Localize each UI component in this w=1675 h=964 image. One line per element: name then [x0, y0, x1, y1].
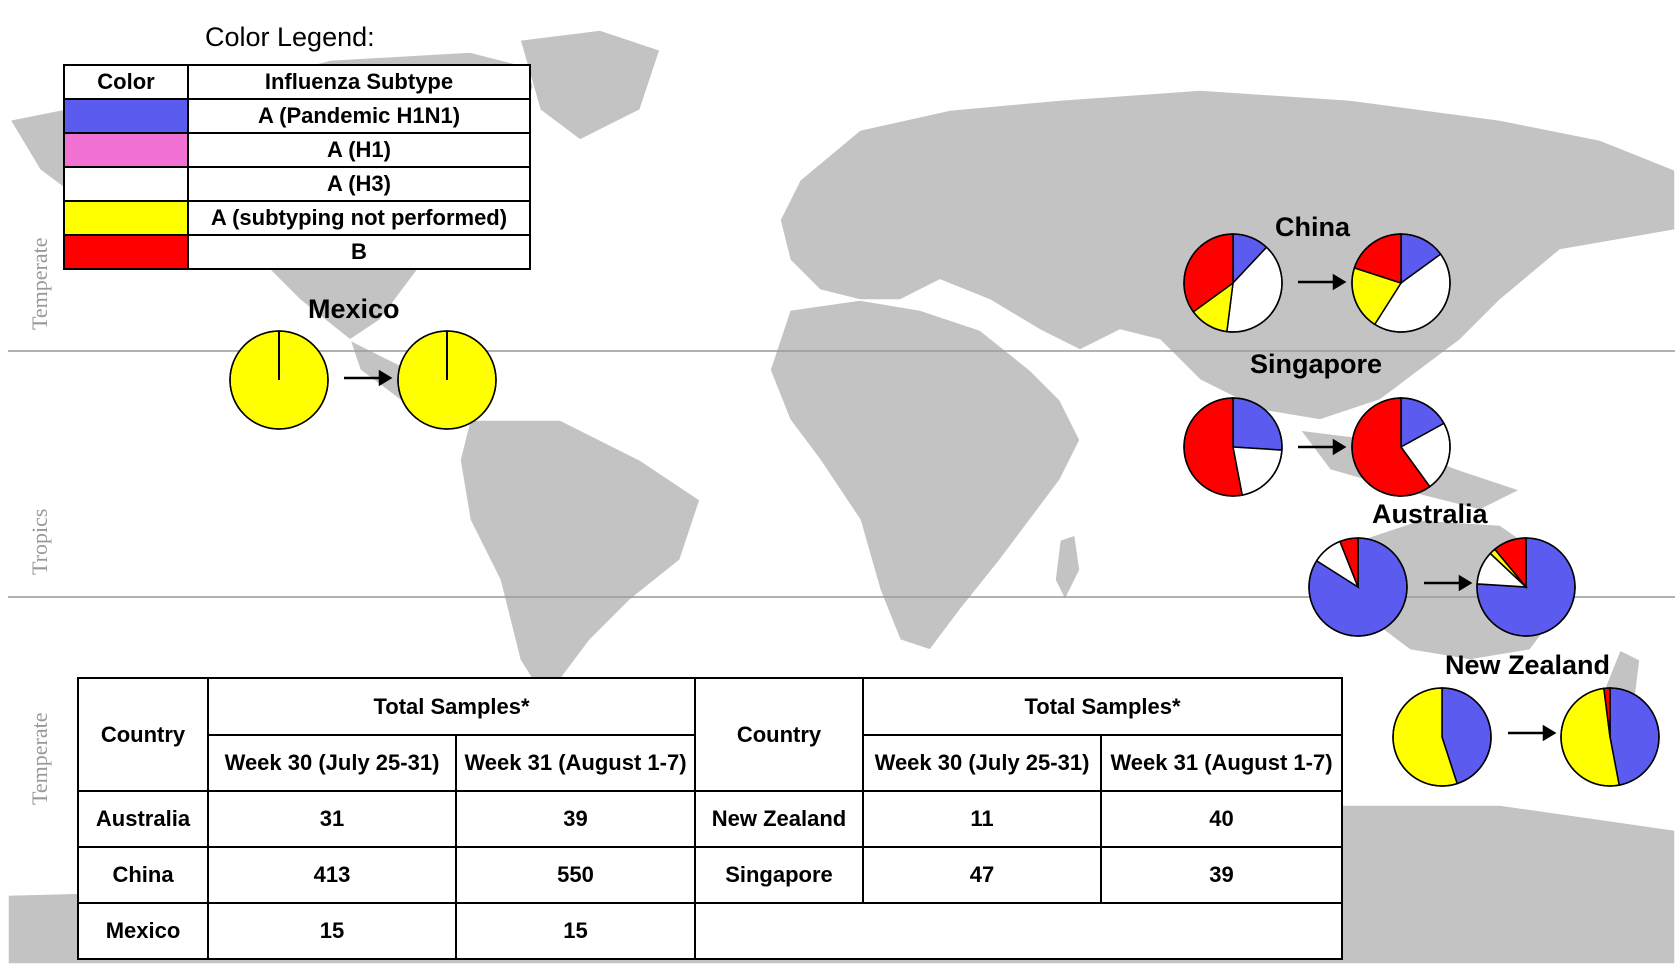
samples-header-total-left: Total Samples* — [207, 677, 696, 736]
legend-label: A (H3) — [187, 166, 531, 202]
cell-country: New Zealand — [694, 790, 864, 848]
legend-table: Color Influenza Subtype A (Pandemic H1N1… — [63, 64, 531, 270]
samples-header-row: Country Total Samples* Country Total Sam… — [77, 677, 1343, 792]
cell-week31: 15 — [455, 902, 696, 960]
pie-outline — [1392, 687, 1492, 787]
country-label-china: China — [1275, 212, 1351, 242]
samples-header-week30-left: Week 30 (July 25-31) — [207, 734, 457, 792]
pie-china-week30 — [1183, 233, 1283, 333]
pie-mexico-week30 — [229, 330, 329, 430]
legend-header-subtype: Influenza Subtype — [187, 64, 531, 100]
pie-outline — [1560, 687, 1660, 787]
south-america — [459, 419, 701, 702]
pie-outline — [229, 330, 329, 430]
pie-outline — [1351, 233, 1451, 333]
legend-label: A (subtyping not performed) — [187, 200, 531, 236]
cell-week30: 31 — [207, 790, 457, 848]
cell-week31: 550 — [455, 846, 696, 904]
cell-week31: 39 — [1100, 846, 1343, 904]
arrow-china — [1298, 273, 1347, 291]
pie-outline — [1351, 397, 1451, 497]
legend-title: Color Legend: — [205, 22, 375, 52]
legend-swatch-h3 — [63, 166, 189, 202]
arrow-australia — [1424, 574, 1473, 592]
country-label-new-zealand: New Zealand — [1445, 650, 1611, 680]
pie-outline — [397, 330, 497, 430]
cell-week30: 47 — [862, 846, 1102, 904]
legend-row: A (Pandemic H1N1) — [63, 98, 531, 134]
pie-singapore-week31 — [1351, 397, 1451, 497]
samples-header-week31-right: Week 31 (August 1-7) — [1100, 734, 1343, 792]
zone-label-tropics: Tropics — [27, 508, 52, 575]
pie-australia-week31 — [1476, 537, 1576, 637]
table-row: China 413 550 Singapore 47 39 — [77, 846, 1343, 904]
cell-week30: 15 — [207, 902, 457, 960]
cell-week31: 40 — [1100, 790, 1343, 848]
africa — [769, 299, 1081, 651]
samples-header-week31-left: Week 31 (August 1-7) — [455, 734, 696, 792]
legend-header-row: Color Influenza Subtype — [63, 64, 531, 100]
legend-header-color: Color — [63, 64, 189, 100]
arrow-mexico — [344, 369, 393, 387]
legend-row: A (H3) — [63, 166, 531, 202]
country-label-mexico: Mexico — [308, 294, 400, 324]
legend-swatch-not-subtyped — [63, 200, 189, 236]
arrow-singapore — [1298, 438, 1347, 456]
pie-charts — [229, 233, 1660, 787]
samples-header-total-right: Total Samples* — [862, 677, 1343, 736]
pie-new-zealand-week31 — [1560, 687, 1660, 787]
legend-label: B — [187, 234, 531, 270]
greenland — [519, 29, 661, 141]
cell-country: Mexico — [77, 902, 209, 960]
pie-outline — [1308, 537, 1408, 637]
cell-country: Australia — [77, 790, 209, 848]
zone-label-temperate-north: Temperate — [27, 237, 52, 330]
zone-label-temperate-south: Temperate — [27, 712, 52, 805]
samples-header-country-right: Country — [694, 677, 864, 792]
cell-week30: 413 — [207, 846, 457, 904]
legend-label: A (Pandemic H1N1) — [187, 98, 531, 134]
pie-singapore-week30 — [1183, 397, 1283, 497]
cell-week31: 39 — [455, 790, 696, 848]
samples-header-country-left: Country — [77, 677, 209, 792]
legend-label: A (H1) — [187, 132, 531, 168]
samples-table: Country Total Samples* Country Total Sam… — [77, 677, 1343, 960]
country-label-australia: Australia — [1372, 499, 1488, 529]
legend-swatch-b — [63, 234, 189, 270]
arrows — [344, 273, 1557, 742]
cell-empty — [694, 902, 1343, 960]
table-row: Mexico 15 15 — [77, 902, 1343, 960]
pie-outline — [1183, 397, 1283, 497]
legend-row: A (subtyping not performed) — [63, 200, 531, 236]
table-row: Australia 31 39 New Zealand 11 40 — [77, 790, 1343, 848]
pie-outline — [1476, 537, 1576, 637]
arrow-new-zealand — [1508, 724, 1557, 742]
pie-new-zealand-week30 — [1392, 687, 1492, 787]
cell-country: Singapore — [694, 846, 864, 904]
pie-mexico-week31 — [397, 330, 497, 430]
legend-row: B — [63, 234, 531, 270]
samples-header-week30-right: Week 30 (July 25-31) — [862, 734, 1102, 792]
samples-subheader-row: Week 30 (July 25-31) Week 31 (August 1-7… — [78, 734, 1343, 792]
country-label-singapore: Singapore — [1250, 349, 1383, 379]
madagascar — [1054, 534, 1081, 602]
cell-week30: 11 — [862, 790, 1102, 848]
legend-swatch-pandemic-h1n1 — [63, 98, 189, 134]
pie-china-week31 — [1351, 233, 1451, 333]
legend-row: A (H1) — [63, 132, 531, 168]
cell-country: China — [77, 846, 209, 904]
legend-swatch-h1 — [63, 132, 189, 168]
pie-outline — [1183, 233, 1283, 333]
pie-australia-week30 — [1308, 537, 1408, 637]
